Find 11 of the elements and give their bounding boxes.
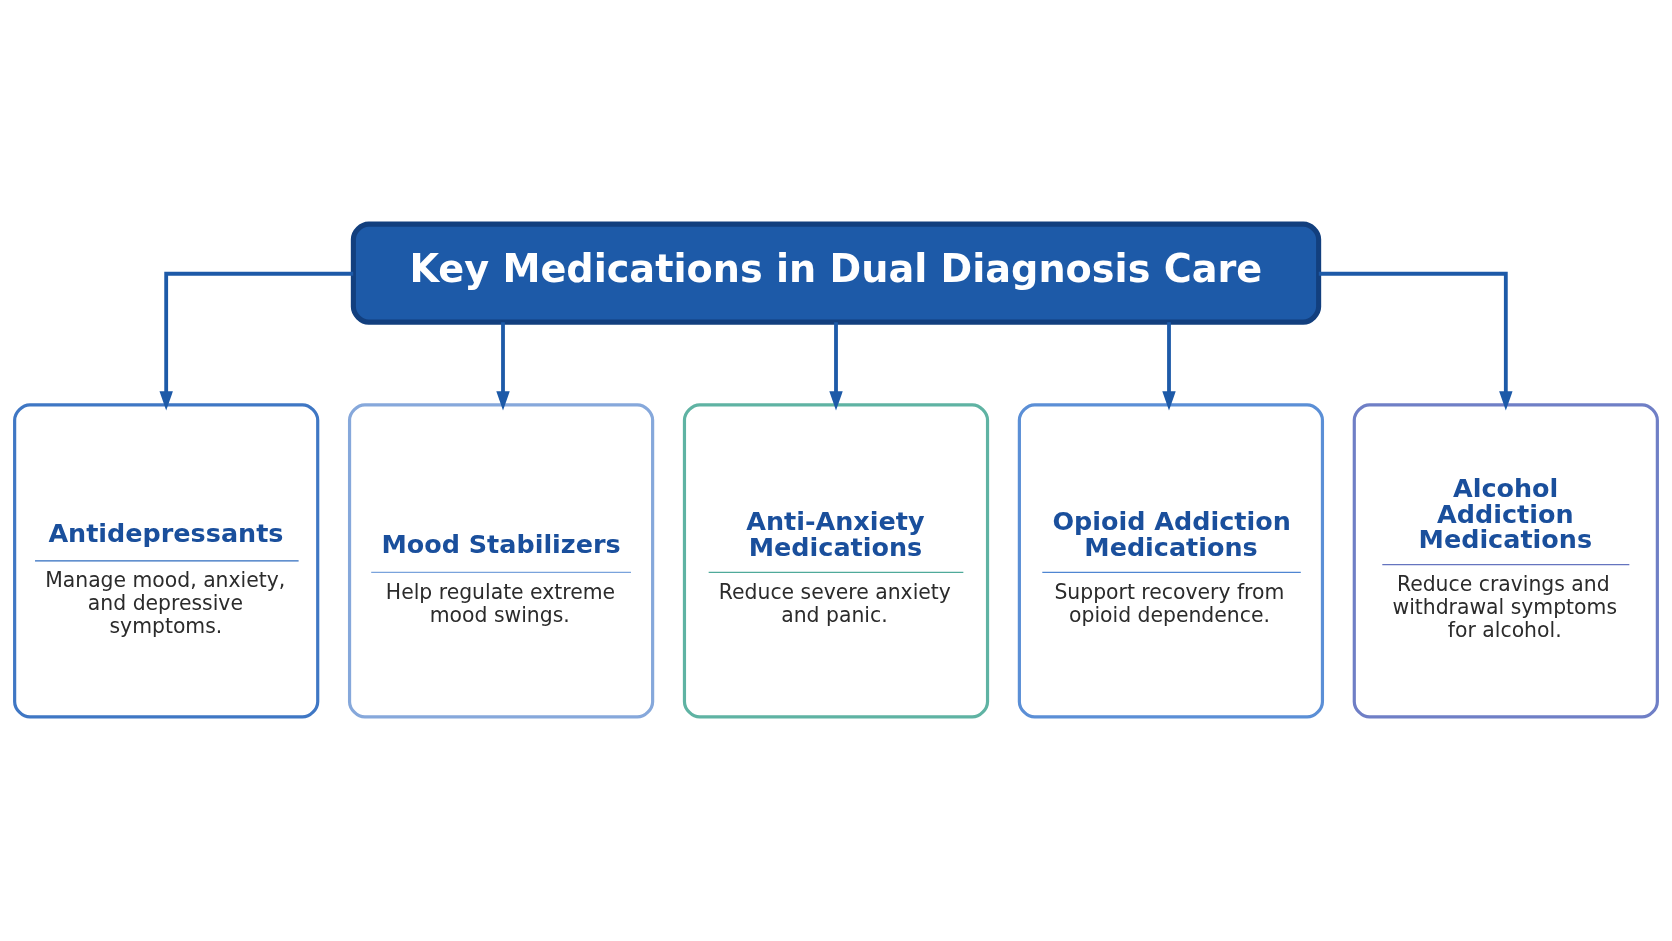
node-box: Antidepressants Manage mood, anxiety, and depressive symptoms.: [13, 403, 320, 719]
node-box: Opioid Addiction Medications Support recovery from opioid dependence.: [1017, 403, 1325, 719]
node-box: Mood Stabilizers Help regulate extreme mood swings.: [347, 403, 655, 719]
arrow: [496, 322, 510, 411]
node-box: Anti-Anxiety Medications Reduce severe anxiety and panic.: [682, 403, 990, 719]
arrow: [1318, 271, 1513, 411]
node-box: Alcohol Addiction Medications Reduce cravings and withdrawal symptoms for alcohol.: [1352, 403, 1659, 719]
arrow: [159, 271, 354, 411]
node-box: Key Medications in Dual Diagnosis Care: [350, 221, 1322, 325]
arrow: [829, 322, 843, 411]
arrow: [1162, 322, 1176, 411]
